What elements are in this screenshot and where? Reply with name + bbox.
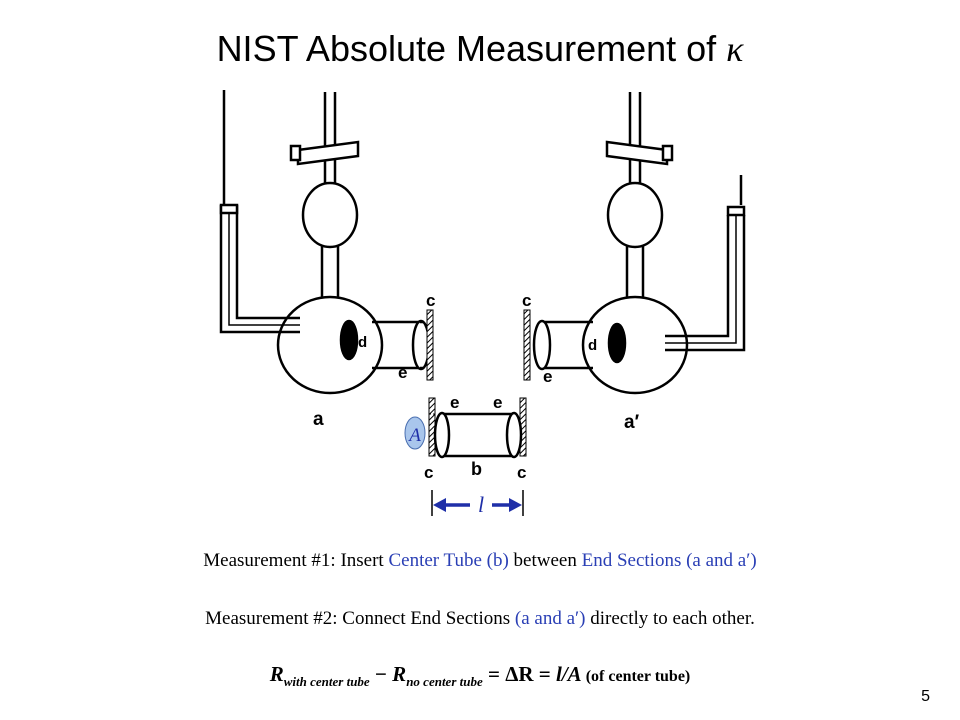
end-section-a [219,90,434,395]
formula-tail: (of center tube) [581,668,691,685]
label-c-center-left: c [424,463,433,482]
measurement-2-text: Measurement #2: Connect End Sections (a … [0,608,960,630]
formula-ratio: l/A [556,662,582,686]
formula-minus: − [369,662,393,686]
measurement-2-suffix: directly to each other. [585,608,755,629]
formula-r2: R [392,662,407,686]
page-title: NIST Absolute Measurement of κ [0,28,960,70]
label-c-right-top: c [522,291,531,310]
label-a-prime: a′ [624,412,640,433]
measurement-1-middle: between [508,550,582,571]
measurement-2-parts: (a and a′) [514,608,586,629]
measurement-1-end-sections: End Sections (a and a′) [581,550,757,571]
title-text: NIST Absolute Measurement of [216,28,727,69]
title-kappa-symbol: κ [726,29,744,69]
measurement-2-prefix: Measurement #2: Connect End Sections [205,608,515,629]
formula-delta-r: = ΔR = [482,662,557,686]
measurement-1-text: Measurement #1: Insert Center Tube (b) b… [0,550,960,572]
center-tube-b [428,397,527,459]
length-dimension [431,490,524,516]
formula-r2-subscript: no center tube [406,674,483,690]
end-section-a-prime [523,92,746,395]
page-number: 5 [921,688,930,705]
length-label: l [478,492,484,517]
label-c-left-top: c [426,291,435,310]
measurement-1-center-tube: Center Tube (b) [388,550,509,571]
label-e-center-right: e [493,393,502,412]
resistance-formula: Rwith center tube − Rno center tube = ΔR… [0,662,960,690]
measurement-1-prefix: Measurement #1: Insert [203,550,389,571]
label-d-left: d [358,334,367,351]
label-b: b [471,459,482,479]
label-e-right: e [543,367,552,386]
label-a: a [313,409,324,430]
label-e-center-left: e [450,393,459,412]
conductance-cell-diagram: A l c d e a c d e a′ e e c b c [219,90,746,517]
label-e-left: e [398,363,407,382]
area-label: A [407,425,421,446]
label-d-right: d [588,337,597,354]
formula-r1-subscript: with center tube [283,674,370,690]
area-highlight [404,416,426,450]
label-c-center-right: c [517,463,526,482]
formula-r1: R [269,662,284,686]
